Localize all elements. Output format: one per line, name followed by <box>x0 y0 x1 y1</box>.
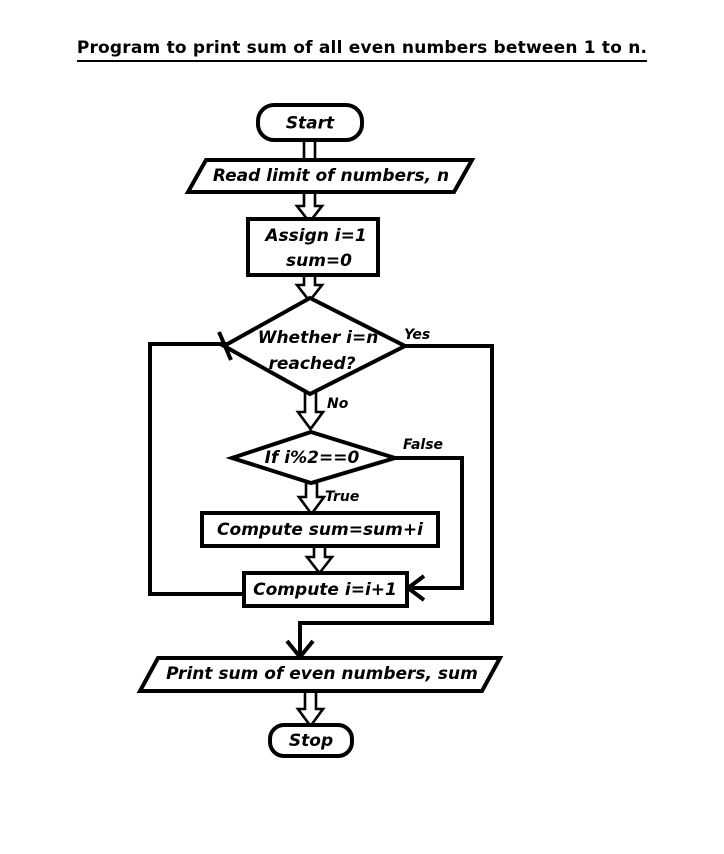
node-read-label: Read limit of numbers, n <box>213 166 449 186</box>
node-increment-label: Compute i=i+1 <box>253 580 397 600</box>
page-title-wrapper: Program to print sum of all even numbers… <box>0 38 724 62</box>
node-stop-label: Stop <box>289 731 333 751</box>
node-start-label: Start <box>286 114 335 134</box>
edge-label-true: True <box>325 489 359 505</box>
node-add-sum[interactable]: Compute sum=sum+i <box>200 511 440 548</box>
node-check-n-label-line1: Whether i=n <box>258 328 379 348</box>
arrow-true-to-add-sum <box>296 481 327 517</box>
edge-label-no: No <box>327 396 349 412</box>
node-start[interactable]: Start <box>256 103 364 142</box>
edge-loopback-path <box>148 331 243 596</box>
node-increment[interactable]: Compute i=i+1 <box>242 571 409 608</box>
node-check-even-label: If i%2==0 <box>265 448 360 468</box>
node-stop[interactable]: Stop <box>268 723 354 758</box>
node-print-label: Print sum of even numbers, sum <box>166 664 478 684</box>
node-add-sum-label: Compute sum=sum+i <box>217 520 424 540</box>
page-title: Program to print sum of all even numbers… <box>76 38 648 62</box>
node-assign-label-line2: sum=0 <box>286 251 352 271</box>
arrow-no-to-check-even <box>295 388 326 432</box>
node-assign-label-line1: Assign i=1 <box>263 226 366 246</box>
edge-label-yes: Yes <box>404 327 430 343</box>
node-check-n-decision[interactable]: Whether i=n reached? <box>219 295 410 397</box>
node-assign[interactable]: Assign i=1 sum=0 <box>246 217 380 277</box>
node-check-n-label-line2: reached? <box>268 354 355 374</box>
node-print-output[interactable]: Print sum of even numbers, sum <box>136 656 504 693</box>
arrow-add-sum-to-increment <box>304 544 335 576</box>
node-check-even-decision[interactable]: If i%2==0 <box>225 429 402 486</box>
arrow-print-to-stop <box>295 689 326 729</box>
node-read-input[interactable]: Read limit of numbers, n <box>184 158 476 194</box>
edge-label-false: False <box>403 437 443 453</box>
